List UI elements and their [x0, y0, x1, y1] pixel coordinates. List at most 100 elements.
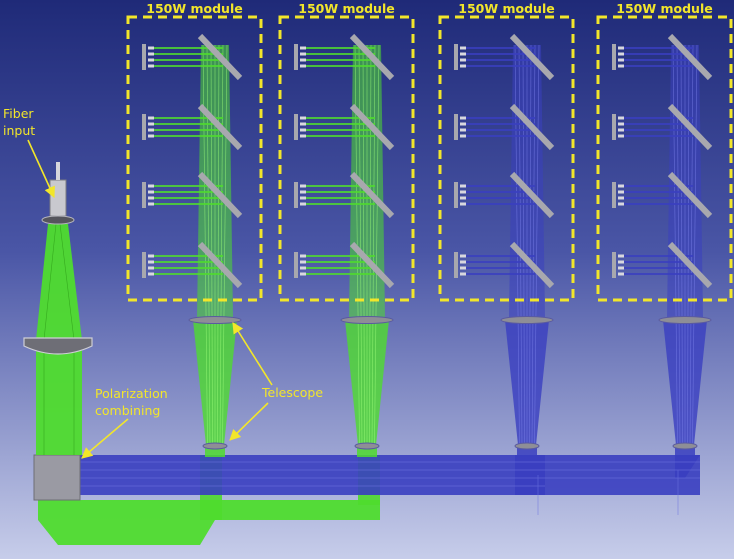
turning-mirror — [197, 241, 243, 289]
collimation-lens — [148, 184, 154, 188]
turning-mirror — [349, 33, 395, 81]
blue-horizontal-beam — [80, 455, 700, 495]
blue-beam-lines — [80, 461, 700, 515]
module-row — [454, 171, 555, 219]
collimation-lens — [300, 58, 306, 62]
module-row — [142, 241, 243, 289]
polarization-label-line1: Polarization — [95, 386, 168, 401]
collimation-lens — [300, 190, 306, 194]
beam-ray — [374, 44, 380, 446]
telescope-lens-lower — [354, 442, 380, 450]
collimation-lens — [618, 254, 624, 258]
module-3: 150W module — [438, 1, 575, 457]
collimation-lens — [300, 128, 306, 132]
diode-emitter-bar — [454, 182, 458, 208]
telescope-lens-lower — [672, 442, 698, 450]
turning-mirror — [667, 33, 713, 81]
module-boundary — [438, 15, 575, 302]
collimation-lens — [460, 64, 466, 68]
fiber-input-label-line1: Fiber — [3, 106, 34, 121]
beam-ray — [362, 44, 365, 446]
module-1: 150W module — [126, 1, 263, 457]
module-row — [294, 171, 395, 219]
collimation-lens — [460, 134, 466, 138]
collimation-lens — [148, 202, 154, 206]
turning-mirror — [509, 241, 555, 289]
module-boundary — [596, 15, 733, 302]
module-boundary — [278, 15, 415, 302]
combined-beam-path — [33, 454, 700, 545]
collimation-lens — [148, 52, 154, 56]
beam-ray — [219, 44, 224, 446]
collimation-lens — [148, 190, 154, 194]
module-boundary — [126, 15, 263, 302]
module-row — [294, 33, 395, 81]
module-label: 150W module — [458, 1, 554, 16]
turning-mirror — [197, 33, 243, 81]
module-row — [454, 103, 555, 151]
collimation-lens — [460, 46, 466, 50]
diode-emitter-bar — [612, 114, 616, 140]
collimation-lens — [618, 196, 624, 200]
fiber-connector-tip — [56, 162, 60, 180]
collimation-lens — [300, 52, 306, 56]
collimation-lens — [460, 128, 466, 132]
polarization-label-line2: combining — [95, 403, 160, 418]
diode-emitter-bar — [454, 114, 458, 140]
module-row — [454, 33, 555, 81]
telescope-lens-upper — [340, 316, 394, 324]
collimation-lens — [148, 254, 154, 258]
turning-mirror — [667, 171, 713, 219]
collimation-lens — [148, 260, 154, 264]
collimation-lens — [148, 128, 154, 132]
module-row — [612, 241, 713, 289]
collimation-lens — [618, 190, 624, 194]
turning-mirror — [509, 171, 555, 219]
beam-ray — [692, 44, 698, 446]
beam-ray — [534, 44, 540, 446]
collimation-lens — [618, 184, 624, 188]
module-row — [294, 241, 395, 289]
turning-mirror — [509, 33, 555, 81]
telescope-lens-lower — [202, 442, 228, 450]
annotations: Fiber input Polarization combining Teles… — [3, 106, 323, 459]
beam-ray — [680, 44, 683, 446]
telescope-lens-upper — [188, 316, 242, 324]
module-4: 150W module — [596, 1, 733, 457]
collimation-lens — [460, 260, 466, 264]
diode-emitter-bar — [612, 252, 616, 278]
beam-ray — [222, 44, 228, 446]
collimation-lens — [300, 46, 306, 50]
fiber-input-arrow — [27, 139, 55, 199]
module-row — [612, 171, 713, 219]
module-row — [142, 33, 243, 81]
collimation-lens — [148, 116, 154, 120]
diode-emitter-bar — [294, 252, 298, 278]
collimation-lens — [300, 266, 306, 270]
collimation-lens — [618, 64, 624, 68]
telescope-lens-lower — [514, 442, 540, 450]
collimation-lens — [148, 272, 154, 276]
telescope-label: Telescope — [261, 385, 323, 400]
diode-emitter-bar — [294, 44, 298, 70]
turning-mirror — [349, 241, 395, 289]
collimation-lens — [460, 196, 466, 200]
collimation-lens — [300, 272, 306, 276]
collimation-lens — [618, 272, 624, 276]
collimation-lens — [300, 134, 306, 138]
collimation-lens — [460, 272, 466, 276]
collimation-lens — [148, 46, 154, 50]
collimation-lens — [618, 46, 624, 50]
collimation-lens — [460, 52, 466, 56]
telescope-lens-upper — [658, 316, 712, 324]
beam-ray — [369, 44, 372, 446]
collimation-lens — [148, 134, 154, 138]
collimation-lens — [618, 266, 624, 270]
diode-emitter-bar — [142, 44, 146, 70]
collimation-lens — [460, 116, 466, 120]
collimation-lens — [148, 64, 154, 68]
beam-ray — [522, 44, 525, 446]
blue-corner-4 — [675, 455, 700, 478]
